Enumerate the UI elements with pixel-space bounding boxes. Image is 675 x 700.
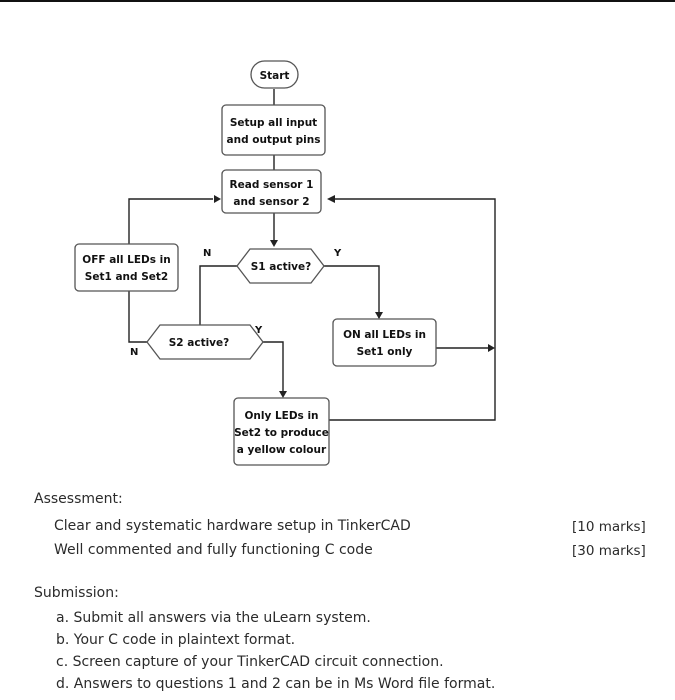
assessment-marks-hardware: [10 marks] — [572, 519, 646, 535]
read-label-line1: Read sensor 1 — [230, 179, 314, 191]
s1-yes-label: Y — [333, 248, 342, 259]
s1-decision — [236, 248, 325, 284]
off-label-line2: Set1 and Set2 — [85, 271, 168, 283]
submission-item-d: d. Answers to questions 1 and 2 can be i… — [56, 676, 496, 692]
only-set2-leds-box — [233, 397, 330, 466]
assessment-item-code: Well commented and fully functioning C c… — [54, 542, 373, 558]
s2-yes-label: Y — [254, 325, 263, 336]
read-label-line2: and sensor 2 — [233, 196, 309, 208]
only-label-line2: Set2 to produce — [234, 427, 329, 439]
assessment-heading: Assessment: — [34, 491, 123, 507]
assessment-marks-code: [30 marks] — [572, 543, 646, 559]
s2-label: S2 active? — [169, 337, 230, 349]
on-label-line1: ON all LEDs in — [343, 329, 426, 341]
setup-label-line2: and output pins — [227, 134, 321, 146]
submission-item-b: b. Your C code in plaintext format. — [56, 632, 296, 648]
submission-item-c: c. Screen capture of your TinkerCAD circ… — [56, 654, 444, 670]
submission-heading: Submission: — [34, 585, 119, 601]
on-set1-leds-box — [332, 318, 437, 367]
assessment-item-hardware: Clear and systematic hardware setup in T… — [54, 518, 411, 534]
setup-label-line1: Setup all input — [230, 117, 317, 129]
start-label: Start — [260, 70, 290, 82]
read-sensors-box — [221, 169, 322, 214]
off-all-leds-box — [74, 243, 179, 292]
flowchart: Start Setup all input and output pins Re… — [74, 60, 496, 466]
s1-no-label: N — [203, 248, 211, 259]
s2-no-label: N — [130, 347, 138, 358]
submission-item-a: a. Submit all answers via the uLearn sys… — [56, 610, 371, 626]
only-label-line1: Only LEDs in — [244, 410, 318, 422]
setup-pins-box — [221, 104, 326, 156]
start-terminal — [250, 60, 299, 89]
s1-label: S1 active? — [251, 261, 312, 273]
flowchart-connectors — [128, 89, 496, 421]
off-label-line1: OFF all LEDs in — [82, 254, 170, 266]
on-label-line2: Set1 only — [357, 346, 413, 358]
top-border-line — [0, 0, 675, 2]
s2-decision — [146, 324, 264, 360]
only-label-line3: a yellow colour — [237, 444, 327, 456]
